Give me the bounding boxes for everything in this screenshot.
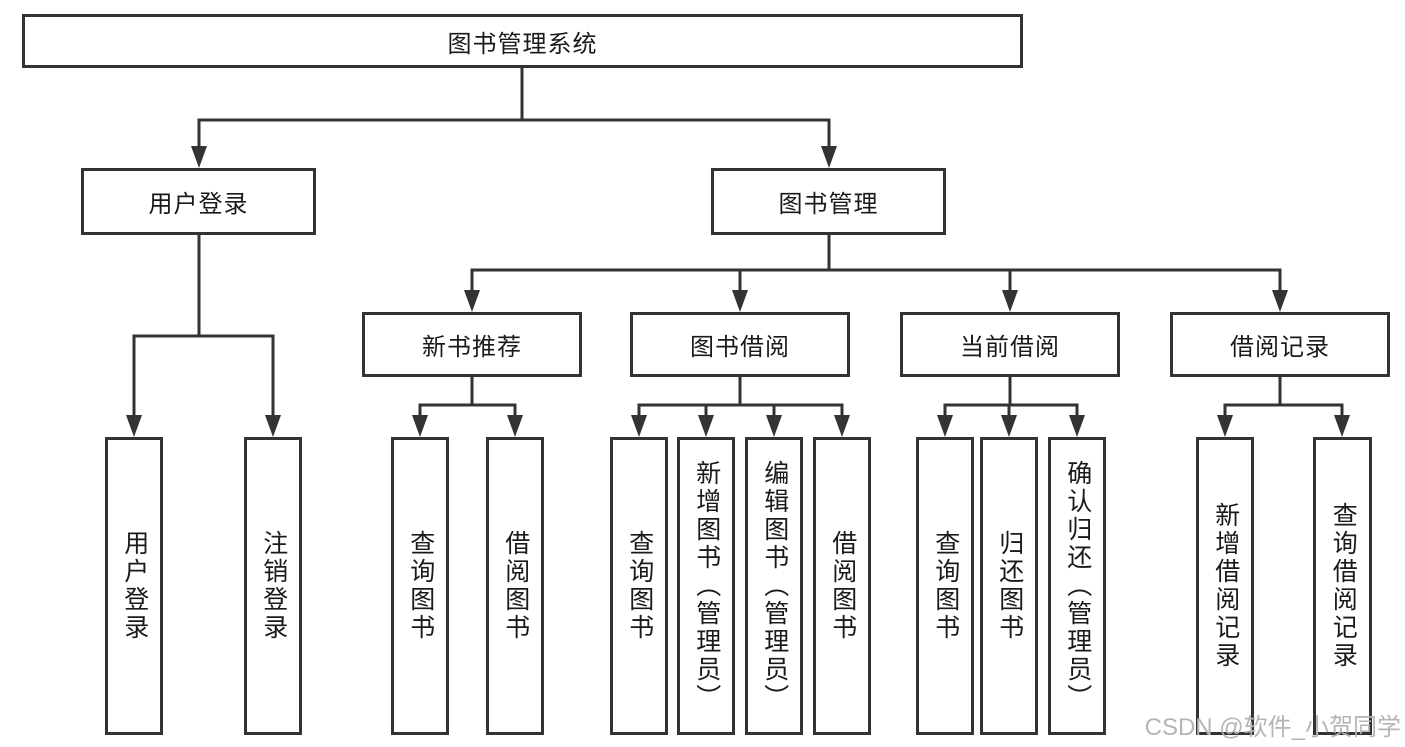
- arrowhead-icon: [631, 415, 647, 437]
- arrowhead-icon: [698, 415, 714, 437]
- connector-bookmgmt-to-level3: [470, 233, 1282, 296]
- arrowhead-icon: [507, 415, 523, 437]
- connector-userlogin-to-leaves: [132, 233, 275, 421]
- leaf-query-books-3-label: 查询图书: [931, 530, 960, 642]
- node-borrow-records-label: 借阅记录: [1230, 334, 1330, 361]
- leaf-return-books: 归还图书: [980, 437, 1038, 735]
- arrowhead-icon: [732, 290, 748, 312]
- arrowhead-icon: [834, 415, 850, 437]
- node-user-login: 用户登录: [81, 168, 316, 235]
- leaf-confirm-return-admin: 确认归还（管理员）: [1048, 437, 1106, 735]
- node-root-label: 图书管理系统: [447, 30, 598, 58]
- leaf-add-books-admin: 新增图书（管理员）: [677, 437, 735, 735]
- node-new-book-recommend-label: 新书推荐: [422, 334, 522, 361]
- leaf-borrow-books-1-label: 借阅图书: [501, 530, 530, 642]
- leaf-user-login-label: 用户登录: [120, 530, 149, 642]
- leaf-add-borrow-record: 新增借阅记录: [1196, 437, 1254, 735]
- arrowhead-icon: [1272, 290, 1288, 312]
- node-borrow-records: 借阅记录: [1170, 312, 1390, 377]
- leaf-query-books-2-label: 查询图书: [625, 530, 654, 642]
- leaf-user-login: 用户登录: [105, 437, 163, 735]
- leaf-borrow-books-2: 借阅图书: [813, 437, 871, 735]
- node-book-borrow-label: 图书借阅: [690, 334, 790, 361]
- leaf-return-books-label: 归还图书: [995, 530, 1024, 642]
- connector-borrowrecords-to-leaves: [1223, 375, 1344, 421]
- node-root: 图书管理系统: [22, 14, 1023, 68]
- leaf-query-books-1: 查询图书: [391, 437, 449, 735]
- leaf-borrow-books-1: 借阅图书: [486, 437, 544, 735]
- connector-bookborrow-to-leaves: [637, 375, 844, 421]
- leaf-edit-books-admin: 编辑图书（管理员）: [745, 437, 803, 735]
- leaf-query-books-2: 查询图书: [610, 437, 668, 735]
- leaf-logout-label: 注销登录: [259, 530, 288, 642]
- leaf-add-borrow-record-label: 新增借阅记录: [1211, 502, 1240, 670]
- leaf-borrow-books-2-label: 借阅图书: [828, 530, 857, 642]
- leaf-query-borrow-record: 查询借阅记录: [1313, 437, 1372, 735]
- node-book-borrow: 图书借阅: [630, 312, 850, 377]
- node-book-management: 图书管理: [711, 168, 946, 235]
- arrowhead-icon: [1002, 290, 1018, 312]
- arrowhead-icon: [265, 415, 281, 437]
- leaf-query-borrow-record-label: 查询借阅记录: [1329, 502, 1358, 670]
- arrowhead-icon: [1069, 415, 1085, 437]
- arrowhead-icon: [1334, 415, 1350, 437]
- connector-newbookrec-to-leaves: [418, 375, 517, 421]
- arrowhead-icon: [1001, 415, 1017, 437]
- connector-root-to-level2: [197, 66, 831, 152]
- arrowhead-icon: [766, 415, 782, 437]
- node-book-management-label: 图书管理: [778, 191, 879, 218]
- connector-currentborrow-to-leaves: [943, 375, 1079, 421]
- arrowhead-icon: [191, 146, 207, 168]
- leaf-logout: 注销登录: [244, 437, 302, 735]
- csdn-watermark: CSDN @软件_小贺同学: [1144, 714, 1401, 741]
- node-new-book-recommend: 新书推荐: [362, 312, 582, 377]
- leaf-confirm-return-admin-label: 确认归还（管理员）: [1063, 460, 1092, 712]
- leaf-query-books-3: 查询图书: [916, 437, 974, 735]
- arrowhead-icon: [412, 415, 428, 437]
- arrowhead-icon: [937, 415, 953, 437]
- leaf-query-books-1-label: 查询图书: [406, 530, 435, 642]
- node-current-borrow-label: 当前借阅: [960, 334, 1060, 361]
- node-current-borrow: 当前借阅: [900, 312, 1120, 377]
- leaf-add-books-admin-label: 新增图书（管理员）: [692, 460, 721, 712]
- arrowhead-icon: [126, 415, 142, 437]
- arrowhead-icon: [821, 146, 837, 168]
- leaf-edit-books-admin-label: 编辑图书（管理员）: [760, 460, 789, 712]
- node-user-login-label: 用户登录: [148, 191, 249, 218]
- arrowhead-icon: [464, 290, 480, 312]
- arrowhead-icon: [1217, 415, 1233, 437]
